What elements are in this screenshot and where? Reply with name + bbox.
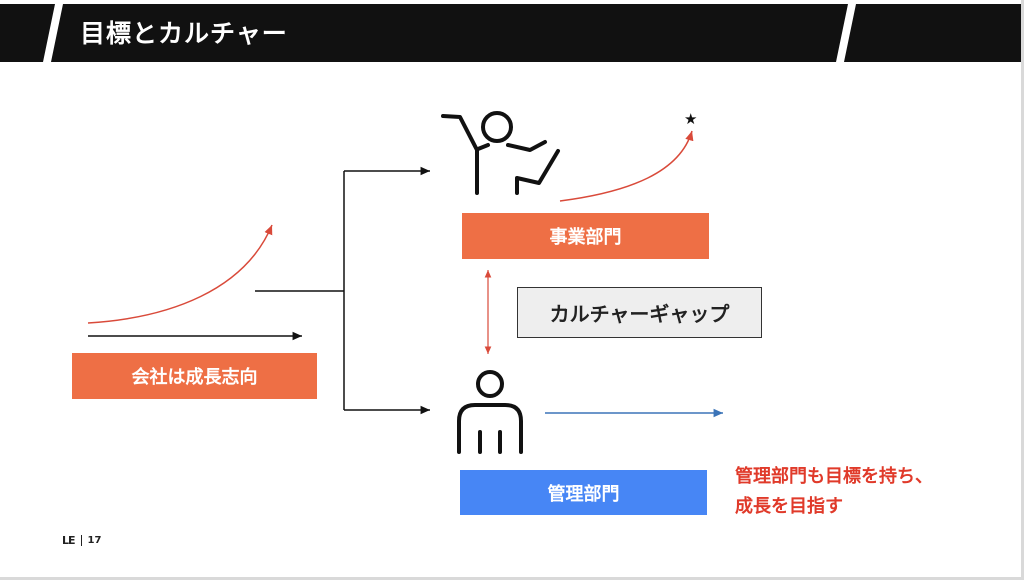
connector-bracket	[255, 166, 430, 415]
goal-note-line-2: 成長を目指す	[735, 496, 843, 517]
star-icon: ★	[684, 110, 698, 128]
goal-note: 管理部門も目標を持ち、 成長を目指す	[735, 462, 995, 522]
person-cheering-icon	[441, 111, 560, 195]
footer-divider	[80, 534, 82, 546]
person-standing-icon	[457, 370, 523, 454]
culture-gap-label: カルチャーギャップ	[549, 302, 730, 326]
business-growth-curve	[559, 130, 694, 202]
management-box: 管理部門	[460, 470, 707, 515]
slide-title: 目標とカルチャー	[80, 19, 288, 48]
culture-gap-box: カルチャーギャップ	[517, 287, 762, 338]
slide-footer: LE 17	[62, 532, 101, 548]
management-label: 管理部門	[547, 483, 620, 505]
company-box: 会社は成長志向	[72, 353, 317, 399]
business-label: 事業部門	[549, 227, 622, 248]
header-band	[0, 0, 1024, 62]
company-label: 会社は成長志向	[131, 367, 258, 388]
page-number: 17	[87, 534, 102, 546]
logo-icon: LE	[62, 533, 75, 547]
company-growth-curve	[87, 224, 273, 324]
goal-note-line-1: 管理部門も目標を持ち、	[735, 466, 933, 487]
business-box: 事業部門	[462, 213, 709, 259]
